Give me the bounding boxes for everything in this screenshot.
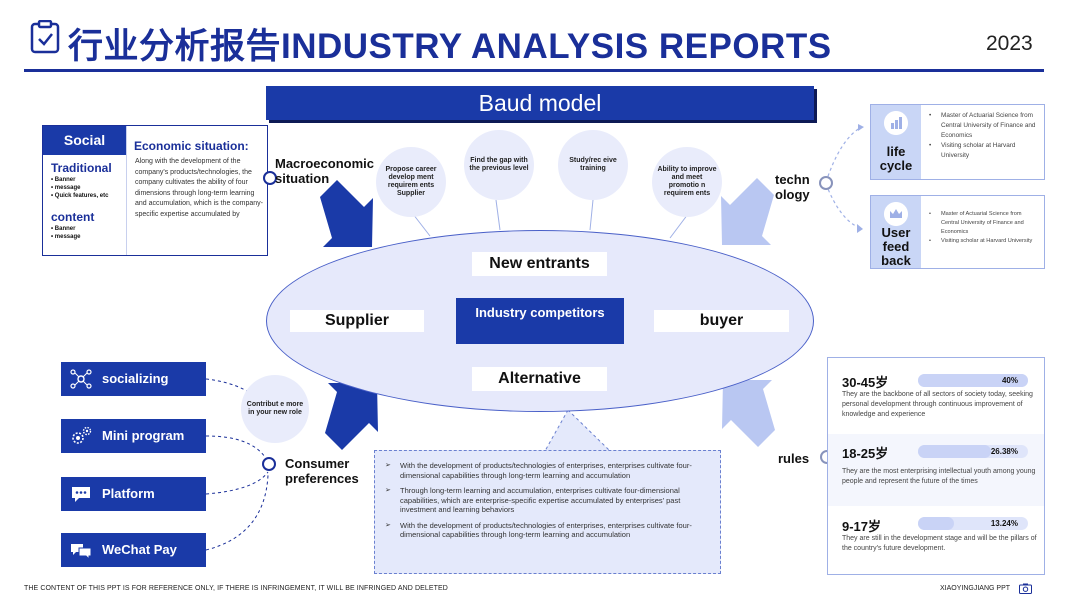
percent-bar: 26.38% bbox=[918, 445, 1028, 458]
panel-item: With the development of products/technol… bbox=[385, 461, 710, 480]
demographic-row: 9-17岁 13.24% They are still in the devel… bbox=[828, 506, 1044, 574]
age-description: They are the backbone of all sectors of … bbox=[842, 391, 1033, 418]
list-item: Banner bbox=[51, 225, 80, 233]
life-cycle-list: Master of Actuarial Science from Central… bbox=[929, 111, 1041, 161]
buyer-box: buyer bbox=[654, 310, 789, 332]
social-divider bbox=[126, 126, 127, 255]
social-heading: Social bbox=[43, 126, 126, 155]
wechat-pay-label: WeChat Pay bbox=[102, 542, 177, 557]
socializing-label: socializing bbox=[102, 371, 169, 386]
chat-bubble-icon bbox=[72, 487, 90, 502]
demographic-row: 30-45岁 40% They are the backbone of all … bbox=[828, 358, 1044, 434]
user-feedback-list: Master of Actuarial Science from Central… bbox=[929, 210, 1041, 246]
content-label: content bbox=[51, 210, 95, 224]
baud-model-banner: Baud model bbox=[266, 86, 814, 120]
percent-bar-fill bbox=[918, 374, 1028, 387]
gap-circle: Find the gap with the previous level bbox=[464, 130, 534, 200]
camera-icon bbox=[1019, 583, 1032, 594]
economic-title: Economic situation: bbox=[134, 139, 249, 153]
new-entrants-box: New entrants bbox=[472, 252, 607, 276]
clipboard-check-icon bbox=[30, 20, 60, 54]
career-circle: Propose career develop ment requirem ent… bbox=[376, 147, 446, 217]
traditional-list: Banner message Quick features, etc bbox=[51, 176, 109, 200]
network-icon bbox=[70, 369, 92, 389]
rules-label: rules bbox=[778, 451, 810, 466]
macro-node-dot bbox=[263, 171, 277, 185]
page-title: 行业分析报告INDUSTRY ANALYSIS REPORTS bbox=[68, 27, 832, 66]
age-description: They are the most enterprising intellect… bbox=[842, 468, 1036, 485]
technology-node-dot bbox=[819, 176, 833, 190]
macro-arrow bbox=[320, 180, 373, 247]
age-description: They are still in the development stage … bbox=[842, 535, 1037, 552]
rules-arrow bbox=[722, 380, 775, 447]
economic-text: Along with the development of the compan… bbox=[135, 158, 264, 218]
footer-brand: XIAOYINGJIANG PPT bbox=[940, 585, 1011, 592]
mini-program-label: Mini program bbox=[102, 428, 185, 443]
header-divider bbox=[24, 69, 1044, 72]
socializing-card: socializing bbox=[61, 362, 206, 396]
social-info-box: Social Traditional Banner message Quick … bbox=[42, 125, 268, 256]
percent-bar: 13.24% bbox=[918, 517, 1028, 530]
list-item: Visiting scholar at Harvard University bbox=[929, 141, 1041, 161]
user-feedback-label: User feed back bbox=[881, 225, 911, 268]
promotion-circle: Ability to improve and meet promotio n r… bbox=[652, 147, 722, 217]
panel-item: With the development of products/technol… bbox=[385, 521, 710, 540]
platform-card: Platform bbox=[61, 477, 206, 511]
panel-item: Through long-term learning and accumulat… bbox=[385, 486, 710, 515]
percent-bar-fill bbox=[918, 517, 955, 530]
age-label: 30-45岁 bbox=[842, 375, 889, 390]
wechat-icon bbox=[71, 544, 92, 561]
technology-label: techn ology bbox=[775, 172, 810, 202]
year-label: 2023 bbox=[986, 32, 1033, 55]
list-item: message bbox=[51, 184, 108, 192]
consumer-arrow bbox=[325, 383, 378, 450]
age-label: 18-25岁 bbox=[842, 446, 889, 461]
macroeconomic-label: Macroeconomic situation bbox=[275, 156, 374, 186]
consumer-preferences-label: Consumer preferences bbox=[285, 456, 359, 486]
list-item: Quick features, etc bbox=[51, 192, 109, 200]
percent-label: 13.24% bbox=[990, 519, 1018, 528]
platform-label: Platform bbox=[102, 486, 155, 501]
contribute-circle: Contribut e more in your new role bbox=[241, 375, 309, 443]
percent-label: 26.38% bbox=[990, 447, 1018, 456]
technology-arrow bbox=[721, 178, 774, 245]
content-list: Banner message bbox=[51, 225, 81, 241]
description-panel: With the development of products/technol… bbox=[374, 450, 721, 574]
consumer-node-dot bbox=[262, 457, 276, 471]
list-item: Master of Actuarial Science from Central… bbox=[929, 111, 1041, 141]
life-cycle-label: life cycle bbox=[879, 144, 913, 173]
percent-label: 40% bbox=[1001, 376, 1018, 385]
footer-disclaimer: THE CONTENT OF THIS PPT IS FOR REFERENCE… bbox=[24, 585, 448, 592]
demographic-row: 18-25岁 26.38% They are the most enterpri… bbox=[828, 434, 1044, 506]
traditional-label: Traditional bbox=[51, 161, 112, 175]
demographics-card: 30-45岁 40% They are the backbone of all … bbox=[827, 357, 1045, 575]
list-item: Master of Actuarial Science from Central… bbox=[929, 210, 1041, 237]
chart-icon bbox=[884, 111, 908, 135]
industry-competitors-box: Industry competitors bbox=[456, 298, 624, 344]
gears-icon bbox=[72, 426, 92, 444]
training-circle: Study/rec eive training bbox=[558, 130, 628, 200]
wechat-pay-card: WeChat Pay bbox=[61, 533, 206, 567]
list-item: message bbox=[51, 233, 81, 241]
supplier-box: Supplier bbox=[290, 310, 424, 332]
list-item: Visiting scholar at Harvard University bbox=[929, 237, 1041, 246]
alternative-box: Alternative bbox=[472, 367, 607, 391]
percent-bar: 40% bbox=[918, 374, 1028, 387]
list-item: Banner bbox=[51, 176, 108, 184]
crown-icon bbox=[884, 202, 908, 226]
age-label: 9-17岁 bbox=[842, 519, 882, 534]
life-cycle-card: life cycle Master of Actuarial Science f… bbox=[870, 104, 1045, 180]
mini-program-card: Mini program bbox=[61, 419, 206, 453]
user-feedback-card: User feed back Master of Actuarial Scien… bbox=[870, 195, 1045, 269]
percent-bar-fill bbox=[918, 445, 991, 458]
